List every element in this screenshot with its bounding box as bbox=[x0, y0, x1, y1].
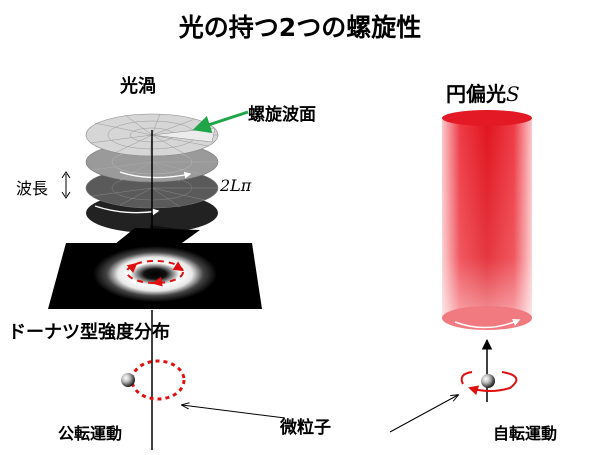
helical-wavefront-stack bbox=[85, 113, 219, 248]
orbital-motion-label: 公転運動 bbox=[58, 424, 123, 443]
page-title: 光の持つ2つの螺旋性 bbox=[178, 13, 422, 42]
green-arrow-icon bbox=[192, 110, 249, 134]
donut-intensity-plane bbox=[48, 243, 262, 309]
orbit-motion bbox=[121, 359, 186, 401]
particle-icon bbox=[481, 374, 495, 388]
circular-polarized-beam bbox=[442, 110, 532, 330]
wavelength-label: 波長 bbox=[16, 179, 49, 198]
spin-motion-label: 自転運動 bbox=[493, 424, 558, 443]
vortex-heading: 光渦 bbox=[120, 76, 156, 97]
spin-symbol: S bbox=[506, 82, 520, 106]
circular-polarization-text: 円偏光 bbox=[446, 82, 506, 106]
double-arrow-icon bbox=[61, 171, 71, 199]
donut-distribution-label: ドーナツ型強度分布 bbox=[8, 322, 170, 343]
donut-rotation-ring bbox=[126, 260, 184, 284]
phase-label: 2Lπ bbox=[220, 176, 252, 195]
circular-polarization-heading: 円偏光S bbox=[446, 78, 520, 107]
particle-icon bbox=[121, 373, 135, 387]
spin-motion bbox=[460, 371, 518, 396]
particle-label: 微粒子 bbox=[280, 418, 331, 438]
helical-wavefront-label: 螺旋波面 bbox=[248, 105, 316, 125]
pointer-to-spin-particle bbox=[389, 395, 458, 433]
pointer-to-orbit-particle bbox=[182, 405, 286, 419]
